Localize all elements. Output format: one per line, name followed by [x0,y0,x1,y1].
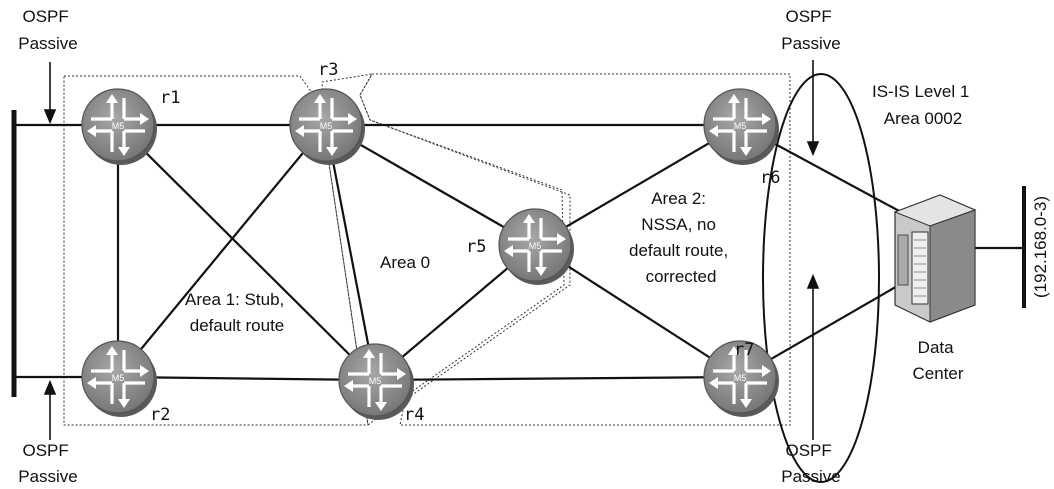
router-r2-icon [80,339,159,419]
area0-label: Area 0 [380,253,430,272]
router-r2-label: r2 [150,405,170,425]
router-r5-label: r5 [466,237,486,257]
isis-area-ellipse [762,73,880,483]
link-r1-r4 [117,124,376,381]
router-r1-icon [80,87,159,167]
router-r7-label: r7 [734,340,754,360]
passive-arrows [43,60,820,440]
area1-label: Area 1: Stub, default route [185,290,289,335]
router-r3-label: r3 [318,60,338,80]
ospf-passive-bottom-left-label: OSPF Passive [18,441,78,486]
ospf-passive-top-left-label: OSPF Passive [18,7,78,53]
isis-area-label: IS-IS Level 1 Area 0002 [872,82,974,128]
datacenter-label: Data Center [912,338,963,383]
subnet-label: (192.168.0-3) [1031,196,1050,298]
area2-boundary [359,73,791,426]
link-r5-r6 [534,124,741,246]
datacenter-icon [893,194,977,323]
link-r2-r4 [117,375,376,382]
router-r6-label: r6 [760,168,780,188]
link-r3-r4 [324,124,377,381]
router-r1-label: r1 [160,88,180,108]
link-r2-r3 [117,124,327,378]
router-r4-label: r4 [404,405,424,425]
ospf-passive-top-right-label: OSPF Passive [781,7,841,53]
router-r6-icon [702,87,781,167]
area1-boundary [63,75,369,426]
area2-label: Area 2: NSSA, no default route, correcte… [629,189,733,286]
link-r4-r7 [374,375,741,382]
ospf-passive-bottom-right-label: OSPF Passive [781,441,841,486]
